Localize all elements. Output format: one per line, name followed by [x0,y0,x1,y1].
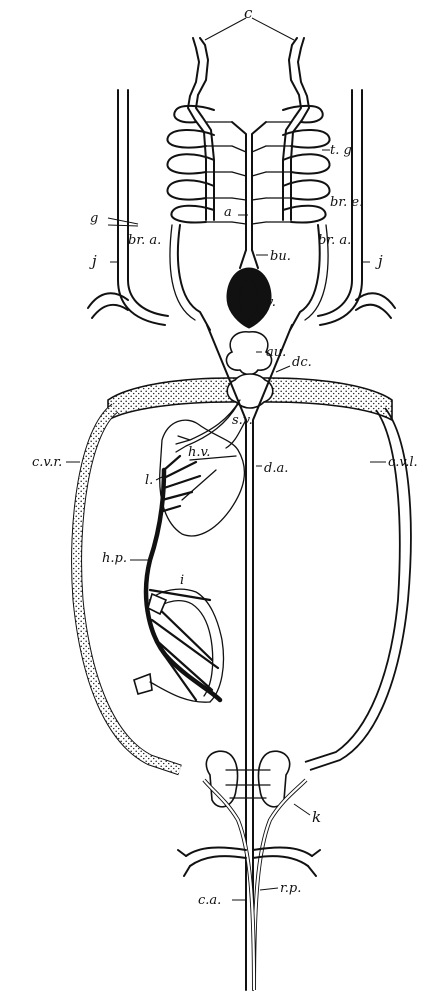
heart [226,250,271,375]
label-tg: t. g [330,143,352,158]
label-v: v. [266,295,276,310]
label-j-right: j [375,252,383,270]
label-g: g [90,211,98,226]
label-i: i [180,573,184,588]
label-da: d.a. [264,461,288,476]
label-ca: c.a. [198,893,221,908]
label-cvl: c.v.l. [388,455,418,470]
label-cvr: c.v.r. [32,455,62,470]
label-bra-right: br. a. [318,233,351,248]
label-k: k [312,808,321,826]
branchial-arteries-right [266,106,330,223]
label-c: c [244,4,253,22]
label-bra-left: br. a. [128,233,161,248]
ventricle [227,268,271,328]
label-sv: s.v. [232,413,253,428]
label-brl: br. e. [330,195,363,210]
branchial-arteries-left [167,106,232,223]
label-rp: r.p. [280,881,301,896]
label-a: a [224,205,232,220]
label-hv: h.v. [188,445,210,460]
label-bu: bu. [270,249,291,264]
label-au: au. [266,345,286,360]
label-hp: h.p. [102,551,127,566]
ventral-aorta [232,122,266,250]
label-j-left: j [89,252,97,270]
carotid-arteries [188,38,309,220]
auricle [226,332,271,375]
liver [160,420,245,536]
label-l: l. [145,473,153,488]
label-dc: dc. [292,355,312,370]
